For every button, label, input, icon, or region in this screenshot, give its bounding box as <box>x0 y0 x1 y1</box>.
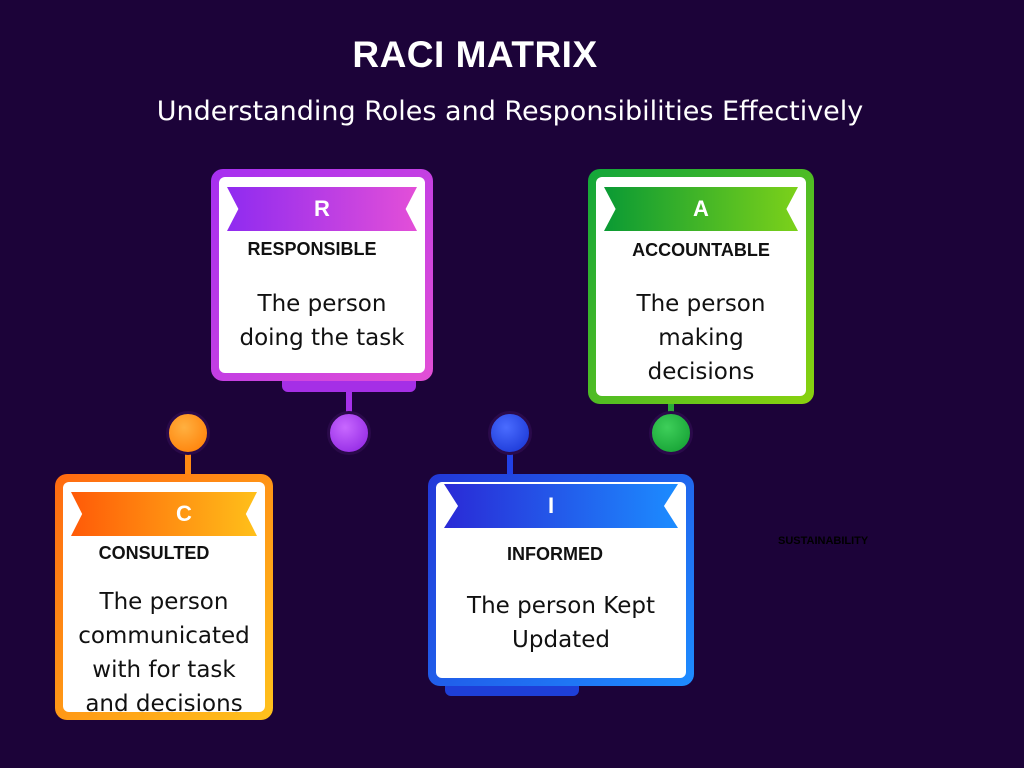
card-tab-responsible <box>282 378 416 392</box>
role-label: RESPONSIBLE <box>247 239 377 259</box>
stem-accountable <box>668 402 674 414</box>
timeline-node-informed <box>488 411 532 455</box>
role-description: The person making decisions <box>636 291 766 385</box>
stem-informed <box>507 454 513 476</box>
role-label: ACCOUNTABLE <box>632 240 770 260</box>
banner-informed: I <box>444 484 678 528</box>
card-responsible: R RESPONSIBLE The person doing the task <box>211 169 433 381</box>
page-subtitle: Understanding Roles and Responsibilities… <box>156 96 864 127</box>
role-label: CONSULTED <box>98 543 210 563</box>
card-body: C CONSULTED The person communicated with… <box>63 482 265 717</box>
timeline-node-consulted <box>166 411 210 455</box>
banner-consulted: C <box>71 492 257 536</box>
footnote-label: SUSTAINABILITY <box>778 535 869 547</box>
card-informed: I INFORMED The person Kept Updated <box>428 474 694 686</box>
card-accountable: A ACCOUNTABLE The person making decision… <box>588 169 814 404</box>
card-body: R RESPONSIBLE The person doing the task <box>219 177 425 373</box>
role-description: The person communicated with for task an… <box>78 589 250 717</box>
role-label: INFORMED <box>507 544 603 564</box>
banner-letter: C <box>176 501 192 526</box>
role-description: The person doing the task <box>239 291 405 351</box>
card-body: I INFORMED The person Kept Updated <box>436 482 686 678</box>
banner-letter: R <box>314 196 330 221</box>
stem-responsible <box>346 392 352 412</box>
banner-letter: A <box>693 196 709 221</box>
banner-letter: I <box>547 493 555 518</box>
page-title: RACI MATRIX <box>352 34 598 75</box>
card-consulted: C CONSULTED The person communicated with… <box>55 474 273 720</box>
stem-consulted <box>185 454 191 476</box>
timeline-node-accountable <box>649 411 693 455</box>
banner-responsible: R <box>227 187 417 231</box>
card-body: A ACCOUNTABLE The person making decision… <box>596 177 806 396</box>
banner-accountable: A <box>604 187 798 231</box>
timeline-node-responsible <box>327 411 371 455</box>
role-description: The person Kept Updated <box>467 593 655 653</box>
